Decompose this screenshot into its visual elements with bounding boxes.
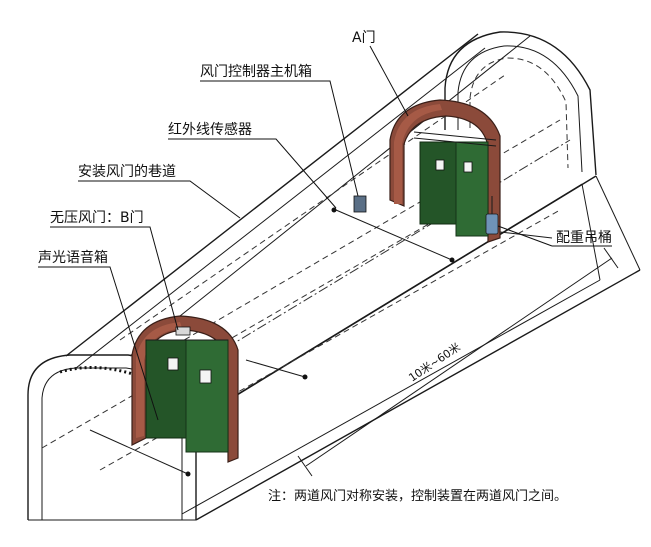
label-sound-light-box: 声光语音箱 xyxy=(38,249,108,266)
door-b-frame-highlight xyxy=(136,322,182,438)
crown-line-left xyxy=(65,33,479,357)
sensor-beam-3 xyxy=(89,429,189,475)
door-a-window-right xyxy=(463,161,473,173)
dimension-tick-left xyxy=(297,455,313,477)
floor-hidden-left xyxy=(41,199,471,449)
floor-hidden-mid xyxy=(99,209,561,471)
sensor-point-3 xyxy=(185,471,191,477)
dimension-line xyxy=(305,257,613,467)
door-b-frame xyxy=(131,315,239,463)
counterweight-bucket-device xyxy=(485,213,499,235)
door-b-window-left xyxy=(167,357,179,371)
door-b-window-right xyxy=(199,369,212,384)
label-door-a: A门 xyxy=(352,30,376,46)
leader-counterweight xyxy=(497,225,553,247)
control-wiring xyxy=(89,195,553,477)
far-portal-inner xyxy=(457,45,583,173)
right-wall-inner xyxy=(181,183,583,429)
note-text: 注：两道风门对称安装，控制装置在两道风门之间。 xyxy=(268,489,567,504)
dimension-tick-right xyxy=(603,247,619,269)
far-right-edge xyxy=(595,175,641,271)
distance-label: 10米~60米 xyxy=(406,341,462,385)
sensor-beam-1 xyxy=(335,209,453,261)
door-a-rail xyxy=(413,131,497,141)
distance-dimension: 10米~60米 xyxy=(297,247,619,477)
sensor-point-1 xyxy=(449,257,455,263)
sound-light-box-device xyxy=(175,326,191,336)
sensor-point-2 xyxy=(302,374,308,380)
leader-door-b xyxy=(50,226,179,331)
far-right-edge-inner xyxy=(581,183,601,281)
label-ir-sensor: 红外线传感器 xyxy=(168,121,252,138)
leader-controller-box xyxy=(200,80,359,197)
crown-hidden xyxy=(119,74,506,341)
door-a-frame-highlight xyxy=(394,104,442,204)
door-a-leaf-left xyxy=(419,141,457,225)
door-b-leaf-right xyxy=(185,339,229,453)
leader-sound-light-box xyxy=(38,266,159,421)
label-counterweight-bucket: 配重吊桶 xyxy=(556,230,612,246)
leader-door-a xyxy=(369,45,409,117)
label-controller-box: 风门控制器主机箱 xyxy=(200,64,312,80)
controller-box-device xyxy=(353,195,367,213)
sensor-beam-2 xyxy=(245,359,306,378)
tunnel-shell xyxy=(27,31,641,521)
door-a-window-left xyxy=(435,159,445,171)
door-b-assembly xyxy=(131,315,239,463)
door-a-rail-2 xyxy=(413,137,497,147)
leader-tunnel xyxy=(78,180,241,219)
label-door-b: 无压风门：B门 xyxy=(50,210,144,226)
far-portal-hidden xyxy=(469,57,569,169)
annotations: A门 风门控制器主机箱 红外线传感器 安装风门的巷道 无压风门：B门 声光语音箱… xyxy=(38,30,612,504)
leader-ir-sensor xyxy=(168,138,337,209)
door-b-leaf-left xyxy=(145,339,187,439)
sensor-point-4 xyxy=(331,207,337,213)
door-a-assembly xyxy=(389,99,501,243)
floor-inner xyxy=(181,279,601,515)
label-tunnel: 安装风门的巷道 xyxy=(78,164,176,180)
crown-line-inner xyxy=(75,47,486,369)
sensor-beam-4 xyxy=(499,231,553,239)
door-a-leaf-right xyxy=(455,141,489,237)
far-portal-outer xyxy=(444,31,597,176)
floor-edge-near xyxy=(195,269,641,521)
